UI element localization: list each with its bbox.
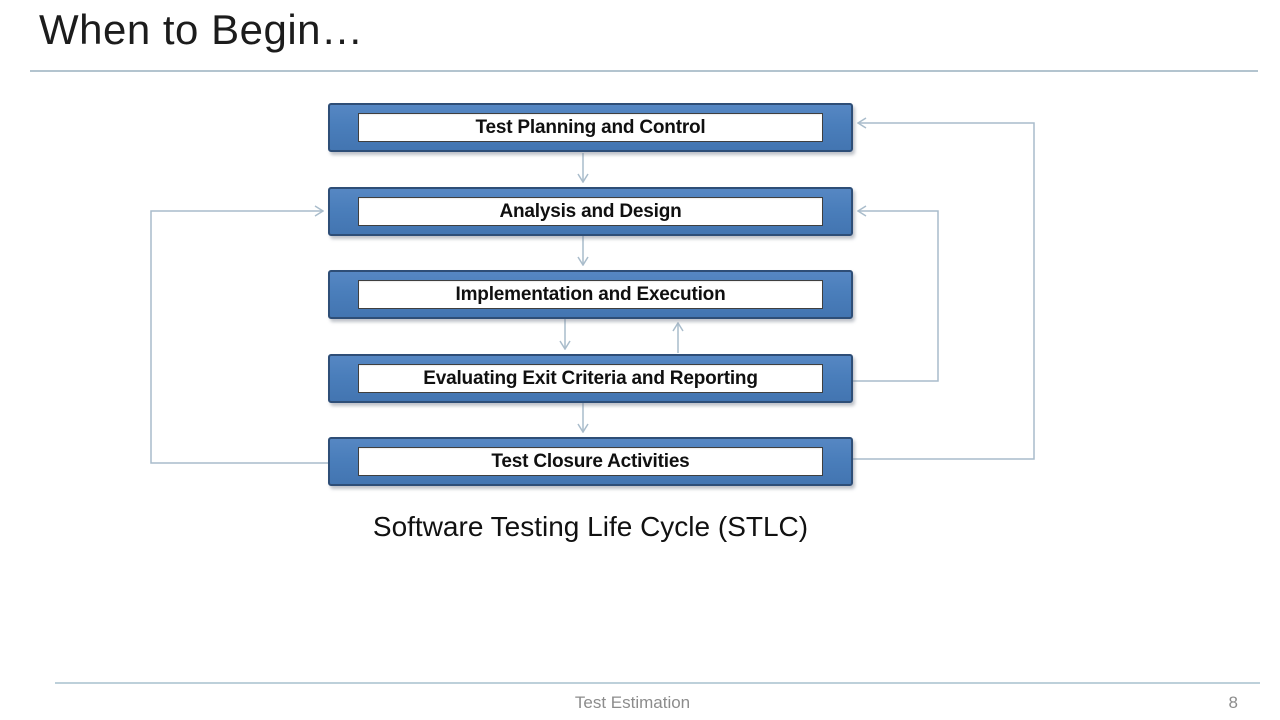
title-divider [30, 70, 1258, 72]
flow-box-label: Analysis and Design [499, 200, 682, 222]
flow-box-analysis-design: Analysis and Design [328, 187, 853, 236]
flow-box-label-frame: Analysis and Design [358, 197, 823, 226]
footer-section-title: Test Estimation [574, 693, 691, 712]
diagram-caption: Software Testing Life Cycle (STLC) [372, 511, 809, 542]
flow-box-evaluating-exit-criteria: Evaluating Exit Criteria and Reporting [328, 354, 853, 403]
flow-box-label: Evaluating Exit Criteria and Reporting [423, 367, 758, 389]
flow-box-test-planning: Test Planning and Control [328, 103, 853, 152]
loop-evaluating-to-analysis-right [853, 211, 939, 382]
flow-box-label-frame: Implementation and Execution [358, 280, 823, 309]
flow-box-implementation-execution: Implementation and Execution [328, 270, 853, 319]
flow-box-label: Test Planning and Control [475, 116, 706, 138]
flow-box-label: Implementation and Execution [455, 283, 726, 305]
page-number: 8 [1228, 693, 1238, 712]
flow-box-test-closure: Test Closure Activities [328, 437, 853, 486]
flow-box-label-frame: Test Closure Activities [358, 447, 823, 476]
flow-box-label-frame: Test Planning and Control [358, 113, 823, 142]
slide-title: When to Begin… [39, 6, 364, 53]
flow-box-label: Test Closure Activities [491, 450, 690, 472]
footer-divider [55, 682, 1260, 684]
loop-closure-to-analysis-left [150, 211, 328, 464]
flow-box-label-frame: Evaluating Exit Criteria and Reporting [358, 364, 823, 393]
loop-closure-to-planning-right [853, 123, 1035, 460]
